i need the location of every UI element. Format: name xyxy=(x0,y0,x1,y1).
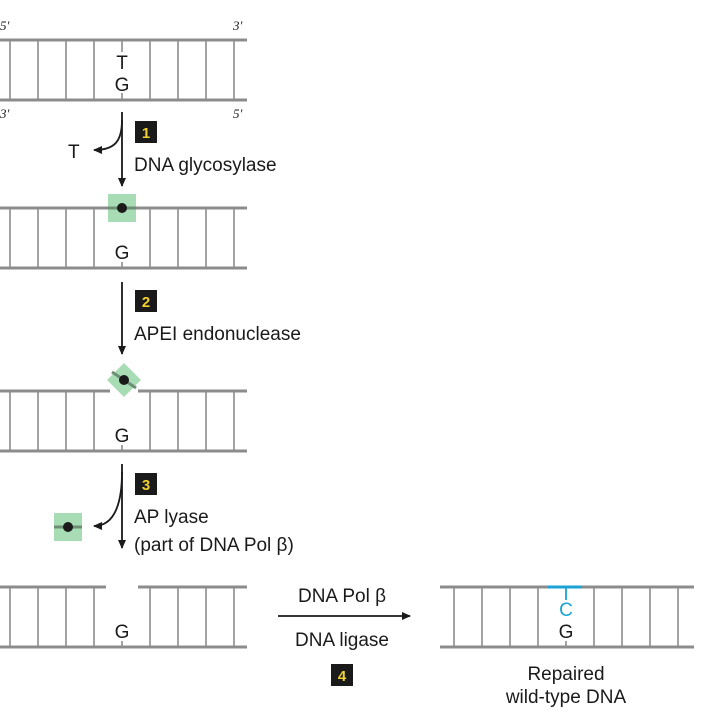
step-4-box xyxy=(331,664,353,686)
step-3-arrow: 3 AP lyase (part of DNA Pol β) xyxy=(54,464,294,556)
step-4-label-bottom: DNA ligase xyxy=(295,630,389,651)
step-3-box xyxy=(135,473,157,495)
step-4-label-top: DNA Pol β xyxy=(298,586,386,607)
step-1-arrow: T 1 DNA glycosylase xyxy=(68,112,277,187)
step-2-box xyxy=(135,290,157,312)
end-label-bottom-left: 3′ xyxy=(0,106,10,121)
dna-gapped: G xyxy=(0,585,247,649)
dna-abasic-site: G xyxy=(0,194,247,270)
step-1-box xyxy=(135,121,157,143)
base-g: G xyxy=(559,622,574,643)
step-2-label: APEI endonuclease xyxy=(134,324,301,345)
released-base-t: T xyxy=(68,142,80,163)
base-g: G xyxy=(115,426,130,447)
base-g: G xyxy=(115,75,130,96)
nicked-sugar-dot xyxy=(119,375,129,385)
step-1-number: 1 xyxy=(142,125,150,142)
step-3-number: 3 xyxy=(142,477,150,494)
base-t: T xyxy=(116,53,128,74)
step-2-arrow: 2 APEI endonuclease xyxy=(118,282,301,355)
step-3-sublabel: (part of DNA Pol β) xyxy=(134,535,294,556)
released-sugar-dot xyxy=(63,522,73,532)
base-g: G xyxy=(115,622,130,643)
abasic-sugar-dot xyxy=(117,203,127,213)
end-label-bottom-right: 5′ xyxy=(233,106,243,121)
base-c-repaired: C xyxy=(559,600,573,621)
result-label-line2: wild-type DNA xyxy=(505,687,627,708)
step-2-number: 2 xyxy=(142,294,150,311)
step-4-number: 4 xyxy=(338,668,347,685)
dna-nicked: G xyxy=(0,363,247,453)
step-4-arrow: DNA Pol β DNA ligase 4 xyxy=(278,586,411,686)
end-label-top-right: 3′ xyxy=(232,18,243,33)
dna-mismatch: 5′ 3′ 3′ 5′ T G xyxy=(0,18,247,121)
end-label-top-left: 5′ xyxy=(0,18,10,33)
base-g: G xyxy=(115,243,130,264)
rungs xyxy=(9,40,235,100)
dna-repaired: C G Repaired wild-type DNA xyxy=(440,585,694,708)
step-1-label: DNA glycosylase xyxy=(134,155,277,176)
step-3-label: AP lyase xyxy=(134,507,209,528)
result-label-line1: Repaired xyxy=(527,664,604,685)
